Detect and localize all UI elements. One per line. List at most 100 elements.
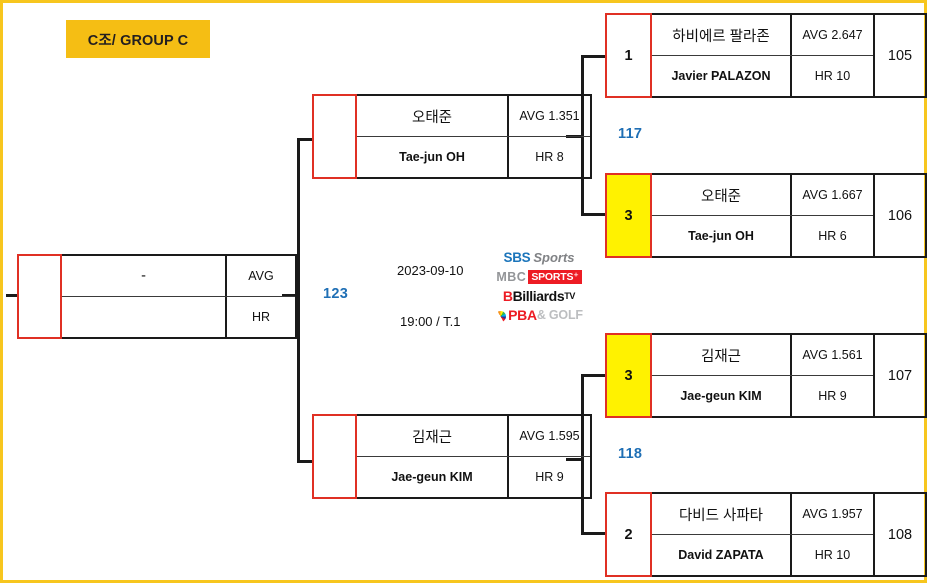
mbc-sports-badge: SPORTS⁺ (528, 269, 582, 284)
match-box-r16-3[interactable]: 3 김재근 AVG 1.561 Jae-geun KIM HR 9 107 (605, 333, 927, 418)
golf-logo-text: & GOLF (536, 307, 583, 322)
player-name-en: Tae-jun OH (357, 137, 509, 177)
player-grid: 하비에르 팔라존 AVG 2.647 Javier PALAZON HR 10 (652, 13, 875, 98)
mbc-sports-plus-logo: MBC SPORTS⁺ (487, 267, 591, 286)
sbs-logo-text: SBS (503, 250, 531, 265)
mbc-logo-text: MBC (496, 269, 527, 284)
connector-r16-top-stub1 (581, 55, 605, 58)
peacock-icon (495, 311, 507, 322)
player-name-en: Jae-geun KIM (357, 457, 509, 497)
player-avg: AVG 1.351 (519, 109, 580, 123)
player-row-kr: 오태준 AVG 1.667 (652, 175, 873, 216)
player-hr: HR (251, 310, 271, 324)
player-name-en: Tae-jun OH (652, 216, 792, 256)
player-row-en: Javier PALAZON HR 10 (652, 56, 873, 96)
pba-logo-text: PBA (508, 306, 537, 323)
player-row-kr: 오태준 AVG 1.351 (357, 96, 590, 137)
player-hr: HR 10 (814, 69, 851, 83)
player-grid: 오태준 AVG 1.667 Tae-jun OH HR 6 (652, 173, 875, 258)
rank-cell: 2 (605, 492, 652, 577)
player-hr: HR 8 (535, 150, 564, 164)
player-name-en (62, 297, 227, 337)
rank-cell: 1 (605, 13, 652, 98)
player-name-kr: 김재근 (357, 416, 509, 456)
rank-cell (312, 414, 357, 499)
player-row-kr: 김재근 AVG 1.595 (357, 416, 590, 457)
player-hr: HR 9 (535, 470, 564, 484)
match-box-final[interactable]: - AVG HR (17, 254, 297, 339)
match-score: 105 (875, 13, 927, 98)
match-box-r16-2[interactable]: 3 오태준 AVG 1.667 Tae-jun OH HR 6 106 (605, 173, 927, 258)
match-box-semi-bottom[interactable]: 김재근 AVG 1.595 Jae-geun KIM HR 9 (312, 414, 592, 499)
billiards-tv-suffix: TV (564, 290, 576, 301)
group-title: C조/ GROUP C (66, 20, 210, 58)
connector-r16-bot-out (566, 458, 584, 461)
match-number-semi-bottom: 118 (618, 446, 643, 462)
player-name-kr: 오태준 (357, 96, 509, 136)
match-box-semi-top[interactable]: 오태준 AVG 1.351 Tae-jun OH HR 8 (312, 94, 592, 179)
player-row-kr: 하비에르 팔라존 AVG 2.647 (652, 15, 873, 56)
match-score: 107 (875, 333, 927, 418)
player-name-en: Javier PALAZON (652, 56, 792, 96)
player-avg: AVG 1.957 (802, 507, 863, 521)
match-score: 106 (875, 173, 927, 258)
pba-golf-logo: PBA & GOLF (487, 305, 591, 324)
rank-cell: 3 (605, 173, 652, 258)
connector-semi-out-stub (282, 294, 300, 297)
player-name-kr: 오태준 (652, 175, 792, 215)
player-grid: 다비드 사파타 AVG 1.957 David ZAPATA HR 10 (652, 492, 875, 577)
player-grid: 김재근 AVG 1.561 Jae-geun KIM HR 9 (652, 333, 875, 418)
player-avg: AVG (248, 269, 274, 283)
player-avg: AVG 2.647 (802, 28, 863, 42)
connector-semi-bottom-stub (297, 460, 317, 463)
player-avg: AVG 1.595 (519, 429, 580, 443)
connector-r16-bot-vertical (581, 374, 584, 535)
rank-cell (312, 94, 357, 179)
player-avg: AVG 1.561 (802, 348, 863, 362)
player-row-en: David ZAPATA HR 10 (652, 535, 873, 575)
player-row-en: Jae-geun KIM HR 9 (357, 457, 590, 497)
player-name-kr: 김재근 (652, 335, 792, 375)
player-row-kr: 다비드 사파타 AVG 1.957 (652, 494, 873, 535)
match-score: 108 (875, 492, 927, 577)
player-name-kr: 하비에르 팔라존 (652, 15, 792, 55)
player-avg: AVG 1.667 (802, 188, 863, 202)
player-row-kr: 김재근 AVG 1.561 (652, 335, 873, 376)
sbs-sports-word: Sports (533, 250, 575, 265)
player-hr: HR 10 (814, 548, 851, 562)
player-row-kr: - AVG (62, 256, 295, 297)
player-grid: - AVG HR (62, 254, 297, 339)
player-row-en: HR (62, 297, 295, 337)
match-box-r16-4[interactable]: 2 다비드 사파타 AVG 1.957 David ZAPATA HR 10 1… (605, 492, 927, 577)
billiards-dot-accent: B (502, 287, 513, 304)
connector-left-stub (6, 294, 24, 297)
connector-r16-bot-stub1 (581, 374, 605, 377)
billiards-logo-text: BBilliards (502, 287, 565, 304)
sbs-sports-logo: SBS Sports (487, 248, 591, 267)
rank-cell: 3 (605, 333, 652, 418)
player-hr: HR 6 (818, 229, 847, 243)
player-name-kr: - (62, 256, 227, 296)
connector-r16-bot-stub2 (581, 532, 605, 535)
billiards-word: Billiards (512, 287, 565, 304)
match-time: 19:00 / T.1 (400, 314, 461, 329)
match-box-r16-1[interactable]: 1 하비에르 팔라존 AVG 2.647 Javier PALAZON HR 1… (605, 13, 927, 98)
connector-r16-top-stub2 (581, 213, 605, 216)
player-row-en: Tae-jun OH HR 6 (652, 216, 873, 256)
player-row-en: Tae-jun OH HR 8 (357, 137, 590, 177)
player-name-kr: 다비드 사파타 (652, 494, 792, 534)
connector-semi-vertical (297, 138, 300, 463)
player-name-en: Jae-geun KIM (652, 376, 792, 416)
connector-semi-top-stub (297, 138, 317, 141)
player-hr: HR 9 (818, 389, 847, 403)
player-grid: 오태준 AVG 1.351 Tae-jun OH HR 8 (357, 94, 592, 179)
match-number-final: 123 (323, 286, 349, 302)
match-number-semi-top: 117 (618, 126, 643, 142)
player-name-en: David ZAPATA (652, 535, 792, 575)
player-row-en: Jae-geun KIM HR 9 (652, 376, 873, 416)
rank-cell (17, 254, 62, 339)
match-date: 2023-09-10 (397, 263, 464, 278)
